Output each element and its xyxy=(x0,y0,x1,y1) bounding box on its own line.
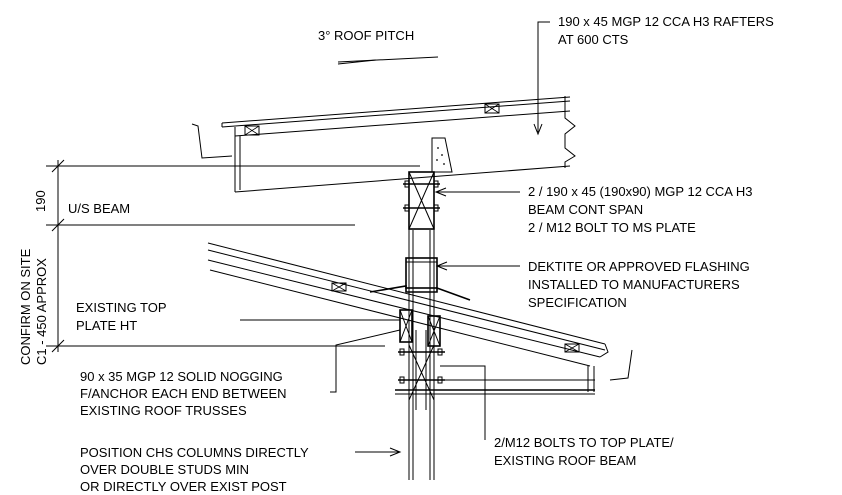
confirm-label-2: C1 - 450 APPROX xyxy=(34,258,49,365)
gutter xyxy=(191,123,233,159)
existing-batten-left xyxy=(331,282,347,292)
chs-label-2: OVER DOUBLE STUDS MIN xyxy=(80,462,249,477)
flashing-base xyxy=(369,285,471,301)
pitch-line xyxy=(337,56,439,63)
beam-label-2: BEAM CONT SPAN xyxy=(528,202,643,217)
dim-190-label: 190 xyxy=(33,190,48,212)
rafter-underside xyxy=(234,165,571,193)
batten-right xyxy=(484,103,500,114)
existing-batten-right xyxy=(564,343,580,353)
confirm-label-1: CONFIRM ON SITE xyxy=(18,248,33,365)
bolts-label-2: EXISTING ROOF BEAM xyxy=(494,453,636,468)
batten-left xyxy=(244,125,260,136)
break-line xyxy=(564,96,576,168)
nogging-label-3: EXISTING ROOF TRUSSES xyxy=(80,403,247,418)
top-plate-label-1: EXISTING TOP xyxy=(76,300,167,315)
dimensions xyxy=(46,159,420,353)
beam-and-post xyxy=(369,171,471,480)
dektite-flashing xyxy=(405,257,438,289)
rafters-label-2: AT 600 CTS xyxy=(558,32,629,47)
rafters-label-1: 190 x 45 MGP 12 CCA H3 RAFTERS xyxy=(558,14,774,29)
us-beam-label: U/S BEAM xyxy=(68,201,130,216)
packer-block xyxy=(431,137,453,173)
nogging-label-2: F/ANCHOR EACH END BETWEEN xyxy=(80,386,287,401)
chs-label-3: OR DIRECTLY OVER EXIST POST xyxy=(80,479,287,494)
flashing-label-1: DEKTITE OR APPROVED FLASHING xyxy=(528,259,750,274)
beam-label-1: 2 / 190 x 45 (190x90) MGP 12 CCA H3 xyxy=(528,184,753,199)
new-roof-structure xyxy=(191,56,576,193)
top-plate-label-2: PLATE HT xyxy=(76,318,137,333)
beam-bolts xyxy=(403,180,440,212)
bolts-label-1: 2/M12 BOLTS TO TOP PLATE/ xyxy=(494,435,674,450)
flashing-label-2: INSTALLED TO MANUFACTURERS xyxy=(528,277,740,292)
plate-bolts xyxy=(398,348,445,384)
annotations: 3° ROOF PITCH 190 x 45 MGP 12 CCA H3 RAF… xyxy=(18,14,774,494)
pitch-line-2 xyxy=(337,59,377,65)
roof-sheet-bottom xyxy=(221,100,571,128)
beam-section xyxy=(408,171,435,230)
batten-line xyxy=(234,110,571,137)
existing-gutter xyxy=(609,349,633,381)
chs-label-1: POSITION CHS COLUMNS DIRECTLY xyxy=(80,445,309,460)
leaders xyxy=(240,21,550,457)
roof-sheet-top xyxy=(221,96,571,124)
fascia xyxy=(221,123,241,192)
existing-roof xyxy=(207,242,633,410)
flashing-label-3: SPECIFICATION xyxy=(528,295,627,310)
roof-pitch-label: 3° ROOF PITCH xyxy=(318,28,414,43)
nogging-label-1: 90 x 35 MGP 12 SOLID NOGGING xyxy=(80,369,283,384)
beam-label-3: 2 / M12 BOLT TO MS PLATE xyxy=(528,220,696,235)
